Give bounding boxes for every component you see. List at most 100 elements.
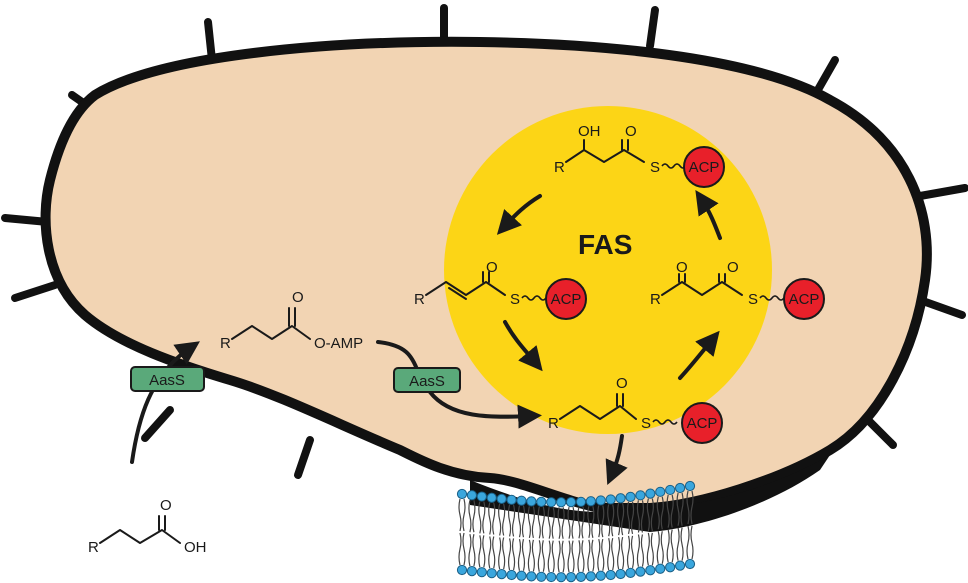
lipid-tail	[581, 540, 585, 572]
lipid-tail	[626, 501, 631, 535]
lipid-tail	[561, 540, 565, 573]
lipid-tail	[611, 504, 615, 537]
cell-spikes	[1, 4, 968, 479]
lipid-tail	[492, 502, 496, 535]
lipid-bilayer	[456, 480, 696, 583]
lipid-head	[674, 482, 686, 494]
lipid-tail	[527, 506, 531, 539]
lipid-tail	[498, 503, 502, 536]
lipid-tail	[601, 538, 605, 571]
lipid-tail	[557, 540, 561, 573]
lipid-head	[476, 567, 487, 578]
lipid-head	[674, 560, 686, 571]
lipid-tail	[531, 539, 535, 572]
acyl-acp: O R S ACP	[548, 375, 723, 444]
lipid-head	[556, 572, 567, 583]
s-label: S	[510, 291, 520, 308]
lipid-tail	[468, 500, 472, 533]
lipid-head	[595, 495, 606, 506]
lipid-tail	[621, 503, 625, 536]
lipid-head	[615, 493, 626, 504]
lipid-tail	[670, 529, 674, 563]
lipid-tail	[462, 498, 466, 532]
lipid-head	[486, 568, 497, 579]
lipid-tail	[571, 540, 575, 573]
lipid-head	[585, 496, 596, 507]
lipid-tail	[660, 496, 664, 530]
lipid-head	[456, 488, 468, 500]
lipid-tail	[666, 494, 670, 528]
o-label: O	[292, 289, 304, 306]
lipid-tail	[646, 532, 650, 566]
acp-label: ACP	[687, 415, 718, 432]
lipid-tail	[517, 539, 522, 571]
lipid-head	[565, 497, 577, 508]
lipid-tail	[680, 527, 684, 561]
lipid-tail	[498, 537, 502, 570]
lipid-tail	[676, 492, 680, 526]
lipid-tail	[551, 507, 555, 539]
lipid-head	[585, 571, 596, 582]
o-label: O	[486, 259, 498, 276]
lipid-head	[665, 484, 676, 496]
lipid-tail	[690, 525, 694, 560]
lipid-head	[516, 495, 527, 506]
lipid-head	[536, 571, 547, 582]
hydroxyacyl-acp: OH O R S ACP	[554, 123, 725, 188]
lipid-tail	[511, 504, 516, 537]
lipid-head	[635, 566, 646, 577]
lipid-head	[486, 492, 497, 503]
r-label: R	[554, 159, 565, 176]
lipid-tail	[607, 504, 611, 537]
lipid-head	[684, 480, 696, 492]
lipid-tail	[482, 501, 486, 534]
lipid-tail	[517, 505, 522, 538]
lipid-tail	[488, 502, 492, 535]
enoyl-acp: O R S ACP	[414, 259, 587, 320]
r-label: R	[548, 415, 559, 432]
fas-label: FAS	[578, 229, 632, 260]
o-amp-label: O-AMP	[314, 335, 363, 352]
lipid-tail	[636, 500, 641, 533]
lipid-tail	[577, 506, 581, 539]
lipid-tail	[478, 535, 482, 568]
acp-label: ACP	[551, 291, 582, 308]
ketoacyl-acp: O O R S ACP	[650, 259, 825, 320]
lipid-head	[605, 494, 616, 505]
lipid-tail	[521, 539, 526, 571]
acyl-amp: O R O-AMP	[220, 289, 363, 352]
lipid-tail	[597, 538, 601, 571]
lipid-head	[556, 497, 567, 508]
s-label: S	[650, 159, 660, 176]
lipid-tail	[551, 540, 555, 573]
o-label: O	[616, 375, 628, 392]
acp-label: ACP	[789, 291, 820, 308]
lipid-head	[625, 491, 636, 502]
lipid-head	[684, 558, 696, 570]
lipid-tail	[601, 505, 605, 538]
fatty-acid: O R OH	[88, 497, 207, 556]
lipid-head	[506, 494, 517, 505]
lipid-tail	[650, 532, 654, 566]
lipid-tail	[468, 534, 472, 567]
lipid-tail	[531, 506, 535, 539]
lipid-tail	[488, 536, 492, 569]
r-label: R	[220, 335, 231, 352]
s-label: S	[641, 415, 651, 432]
acp-label: ACP	[689, 159, 720, 176]
lipid-tail	[591, 506, 595, 538]
aass-label: AasS	[149, 372, 185, 389]
lipid-tail	[607, 538, 611, 571]
lipid-tail	[686, 525, 690, 560]
aass-enzyme-1: AasS	[130, 366, 205, 392]
lipid-tail	[541, 540, 545, 572]
aass-enzyme-2: AasS	[393, 367, 461, 393]
lipid-tail	[577, 540, 581, 572]
lipid-tail	[567, 540, 571, 573]
lipid-tail	[511, 538, 516, 571]
lipid-head	[496, 493, 507, 504]
lipid-tail	[482, 535, 486, 568]
lipid-tail	[541, 506, 545, 539]
